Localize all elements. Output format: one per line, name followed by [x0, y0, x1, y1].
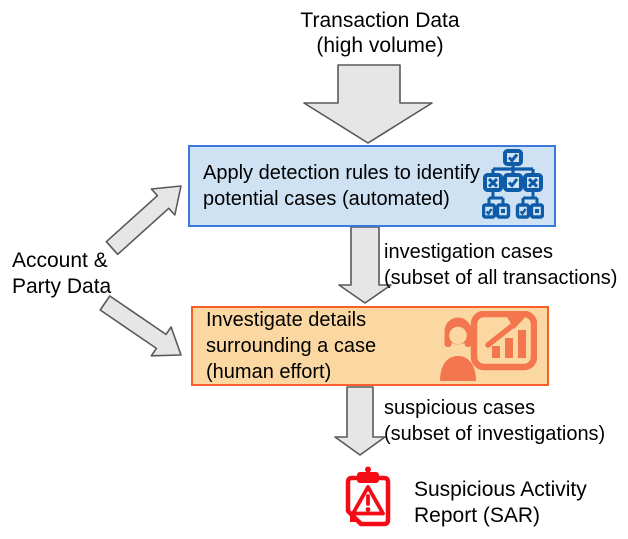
investigation-cases-line1: investigation cases [384, 241, 553, 263]
analyst-presentation-icon [440, 311, 537, 381]
investigation-line2: surrounding a case [206, 335, 377, 357]
transaction-data-label: Transaction Data (high volume) [230, 8, 530, 58]
suspicious-cases-label: suspicious cases (subset of investigatio… [384, 395, 605, 447]
transaction-data-line2: (high volume) [316, 34, 444, 57]
transaction-data-line1: Transaction Data [300, 9, 460, 32]
sar-clipboard-warning-icon [345, 466, 391, 527]
investigation-line3: (human effort) [206, 361, 332, 383]
detection-line2: potential cases (automated) [203, 188, 450, 210]
sar-line2: Report (SAR) [414, 504, 541, 527]
sar-label: Suspicious Activity Report (SAR) [414, 477, 587, 529]
sar-line1: Suspicious Activity [414, 478, 587, 501]
account-party-data-label: Account & Party Data [12, 248, 111, 300]
detection-to-investigation-arrow [338, 226, 392, 304]
investigation-cases-label: investigation cases (subset of all trans… [384, 239, 617, 291]
investigation-line1: Investigate details [206, 309, 367, 331]
detection-line1: Apply detection rules to identify [203, 162, 480, 184]
investigation-cases-line2: (subset of all transactions) [384, 267, 618, 289]
suspicious-cases-line2: (subset of investigations) [384, 423, 606, 445]
investigation-to-sar-arrow [334, 386, 386, 456]
account-party-line2: Party Data [12, 275, 112, 298]
transaction-data-arrow [303, 64, 433, 144]
suspicious-cases-line1: suspicious cases [384, 397, 536, 419]
investigation-text: Investigate details surrounding a case (… [206, 307, 376, 385]
investigation-box: Investigate details surrounding a case (… [191, 306, 549, 386]
detection-rules-text: Apply detection rules to identify potent… [203, 160, 480, 212]
account-data-arrow-to-detection [105, 185, 182, 256]
detection-rules-box: Apply detection rules to identify potent… [188, 145, 556, 227]
account-data-arrow-to-investigation [99, 295, 182, 357]
account-party-line1: Account & [12, 249, 108, 272]
decision-tree-icon [482, 149, 544, 219]
